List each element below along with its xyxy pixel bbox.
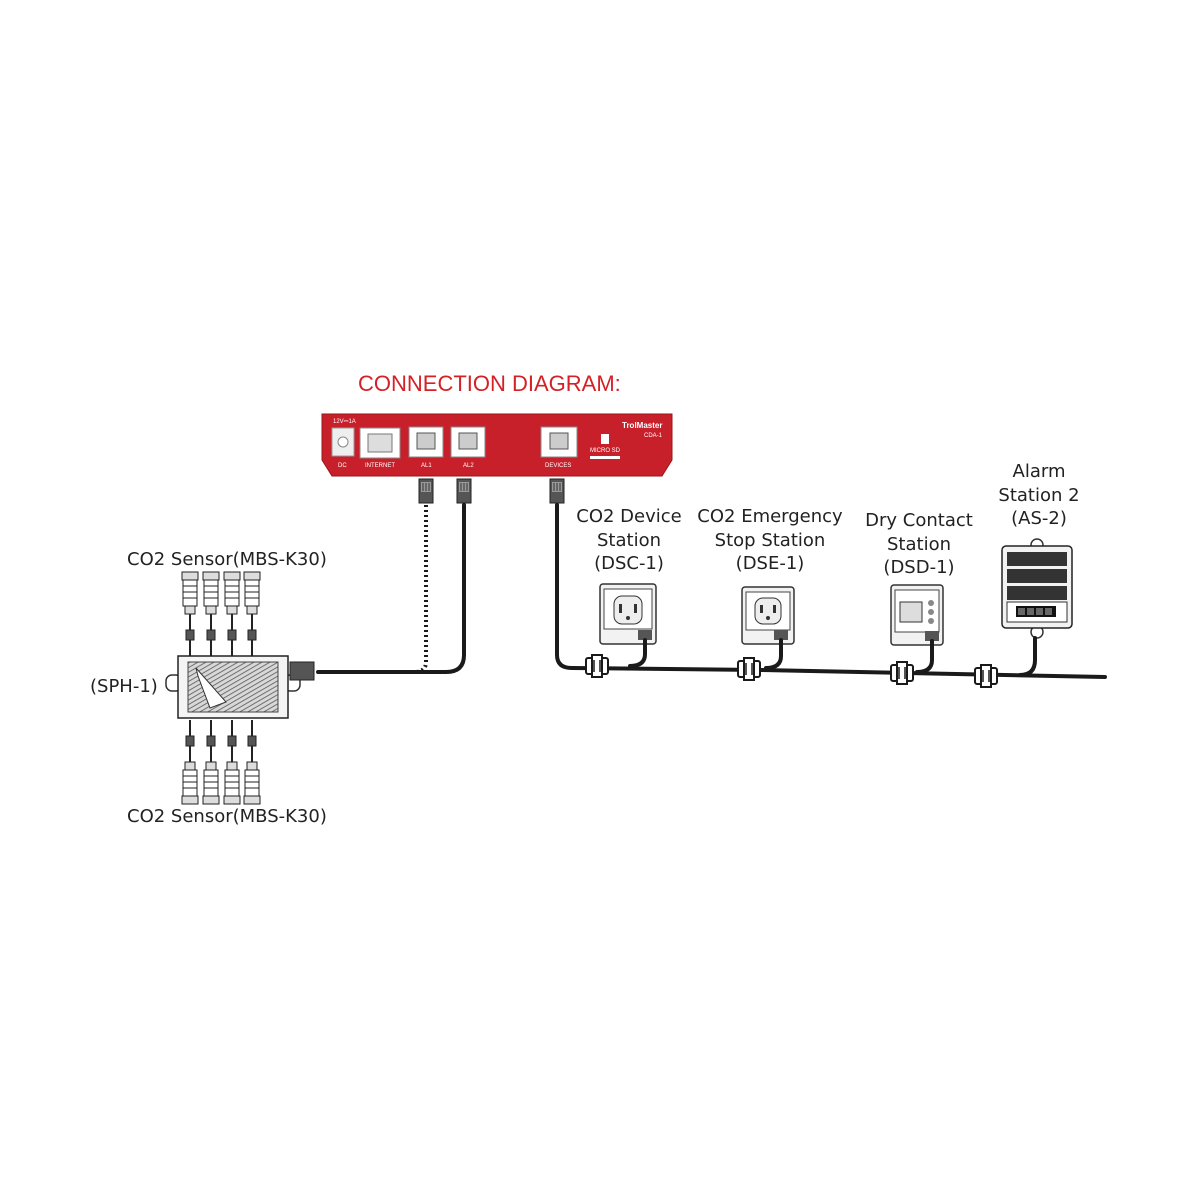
al1-plug [418, 478, 434, 504]
as2-label-line2: Station 2 [998, 485, 1079, 506]
dsc-label-line2: Station [597, 530, 661, 551]
hub-sph-1 [165, 655, 315, 719]
dsc-label-line3: (DSC-1) [594, 553, 664, 574]
devices-port: DEVICES [540, 426, 578, 469]
micro-sd-slot: MICRO SD [590, 434, 621, 459]
controller-model: CDA-1 [644, 433, 663, 439]
co2-sensor [181, 719, 199, 805]
al2-cable [316, 503, 466, 674]
co2-sensor [202, 719, 220, 805]
dse-label-line1: CO2 Emergency [697, 506, 843, 527]
station-dsd-1 [890, 584, 944, 674]
alarm-station-as-2 [1001, 538, 1073, 677]
micro-sd-label: MICRO SD [590, 448, 621, 454]
dsd-inline-connector [890, 661, 914, 685]
al1-label: AL1 [421, 463, 432, 469]
devices-plug [549, 478, 565, 504]
al1-port: AL1 [408, 426, 444, 469]
station-dse-1 [741, 586, 795, 670]
power-label: 12V⎓1A [333, 419, 356, 425]
dse-label-line2: Stop Station [715, 530, 826, 551]
dsd-label-line2: Station [887, 534, 951, 555]
dse-label-line3: (DSE-1) [736, 553, 805, 574]
co2-sensor [243, 571, 261, 657]
top-sensor-group [181, 571, 261, 657]
devices-label: DEVICES [545, 463, 571, 469]
co2-sensor [223, 571, 241, 657]
as2-label-line1: Alarm [1013, 461, 1066, 482]
dse-inline-connector [737, 657, 761, 681]
internet-port: INTERNET [359, 427, 401, 469]
hub-label: (SPH-1) [90, 676, 158, 697]
controller-cda-1: 12V⎓1A DC INTERNET AL1 AL2 DEVICES [321, 413, 673, 477]
bottom-sensor-group [181, 719, 261, 805]
dsc-inline-connector [585, 654, 609, 678]
internet-label: INTERNET [365, 463, 395, 469]
co2-sensor [181, 571, 199, 657]
dsc-label-line1: CO2 Device [576, 506, 681, 527]
al2-port: AL2 [450, 426, 486, 469]
co2-sensor [223, 719, 241, 805]
dc-label: DC [338, 463, 347, 469]
devices-cable [555, 503, 1107, 679]
co2-sensor [243, 719, 261, 805]
co2-sensor [202, 571, 220, 657]
al1-cable [318, 505, 428, 674]
bottom-sensor-label: CO2 Sensor(MBS-K30) [127, 806, 327, 827]
top-sensor-label: CO2 Sensor(MBS-K30) [127, 549, 327, 570]
diagram-title: CONNECTION DIAGRAM: [358, 371, 621, 396]
as2-inline-connector [974, 664, 998, 688]
controller-brand: TrolMaster [622, 421, 662, 430]
dsd-label-line1: Dry Contact [865, 510, 973, 531]
al2-plug [456, 478, 472, 504]
station-dsc-1 [599, 583, 657, 668]
dc-port: DC [331, 427, 355, 469]
as2-label-line3: (AS-2) [1011, 508, 1067, 529]
al2-label: AL2 [463, 463, 474, 469]
dsd-label-line3: (DSD-1) [883, 557, 954, 578]
